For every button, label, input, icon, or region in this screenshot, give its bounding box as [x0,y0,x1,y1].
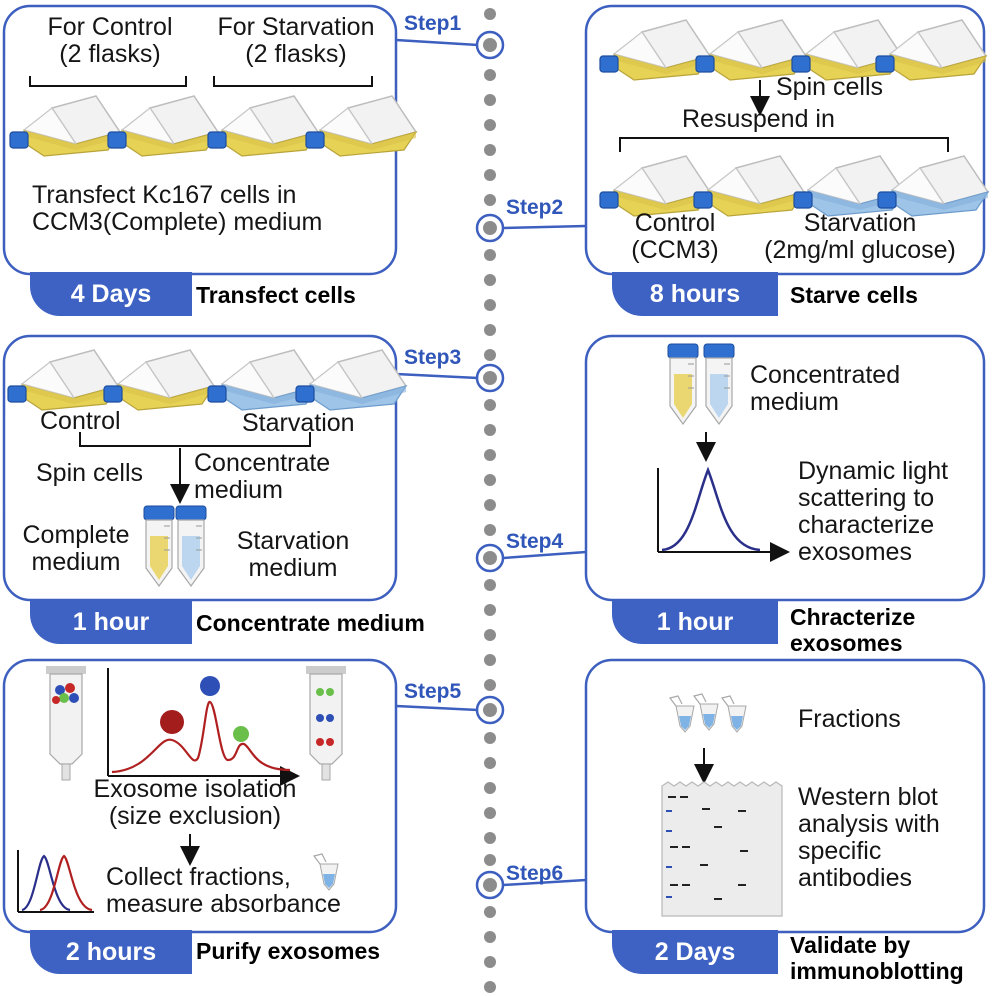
step2-duration-pill: 8 hours [612,272,778,316]
step4-concentrated-text: Concentrated medium [750,361,901,416]
step4-dls-text: Dynamic light scattering to characterize… [798,457,949,566]
step2-starvation-text: Starvation (2mg/ml glucose) [764,209,956,264]
step2-control-text: Control (CCM3) [631,209,719,264]
step2-label: Step2 [506,196,564,219]
step6-fractions-text: Fractions [798,705,901,733]
step3-graphics [7,349,407,587]
step1-description: Transfect Kc167 cells in CCM3(Complete) … [32,181,323,236]
step6-title: Validate by immunoblotting [790,932,964,985]
step1-control-group-text: For Control (2 flasks) [47,13,173,68]
step5-isolation-text: Exosome isolation (size exclusion) [93,775,297,830]
step4-graphics [657,343,790,562]
step4-duration: 1 hour [656,607,734,636]
step2-spin-text: Spin cells [776,73,883,101]
step6-label: Step6 [506,862,564,885]
step1-graphics [9,76,417,157]
step1-starvation-group-text: For Starvation (2 flasks) [217,13,375,68]
step1-duration: 4 Days [70,279,152,308]
step3-starvation-text: Starvation [242,409,355,437]
step5-title: Purify exosomes [196,938,381,964]
step5-collect-text: Collect fractions, measure absorbance [106,863,341,918]
step4-title: Chracterize exosomes [790,604,916,657]
step-connectors [395,38,587,887]
step2-graphics [599,19,989,217]
step6-duration: 2 Days [654,937,736,966]
step3-concentrate-text: Concentrate medium [194,449,331,504]
step1-title: Transfect cells [196,282,356,308]
step4-duration-pill: 1 hour [612,600,778,644]
step6-western-text: Western blot analysis with specific anti… [798,783,940,892]
step3-label: Step3 [404,346,462,369]
step5-duration: 2 hours [65,937,157,966]
step1-duration-pill: 4 Days [30,272,192,316]
step3-duration-pill: 1 hour [30,600,192,644]
step3-complete-medium-text: Complete medium [22,521,130,576]
timeline-nodes [475,30,505,900]
step6-graphics [661,693,783,917]
step3-duration: 1 hour [72,607,150,636]
step3-title: Concentrate medium [196,610,425,636]
timeline-dots [484,8,496,993]
step2-duration: 8 hours [649,279,741,308]
step2-title: Starve cells [790,282,918,308]
step5-duration-pill: 2 hours [30,930,192,974]
step3-control-text: Control [40,407,121,435]
step5-graphics [17,666,346,913]
step4-label: Step4 [506,530,564,553]
step6-duration-pill: 2 Days [612,930,778,974]
step3-starvation-medium-text: Starvation medium [236,527,350,582]
step1-label: Step1 [404,12,462,35]
step2-resuspend-text: Resuspend in [682,105,835,133]
step5-label: Step5 [404,680,462,703]
step3-spin-text: Spin cells [36,459,143,487]
